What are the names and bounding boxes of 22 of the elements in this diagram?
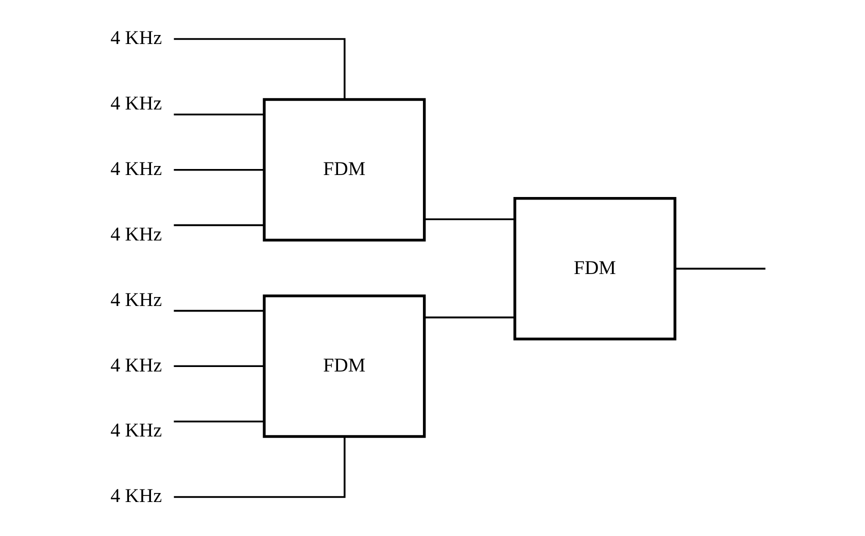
node-box: FDM: [262, 98, 426, 242]
connector: [174, 38, 346, 100]
node-text: 4 KHz: [110, 420, 162, 442]
connector: [174, 114, 264, 116]
node-text: 4 KHz: [110, 355, 162, 376]
node-text: 4 KHz: [110, 159, 162, 180]
node-text: 4 KHz: [110, 94, 162, 115]
connector: [174, 436, 346, 498]
node-text: 4 KHz: [110, 290, 162, 311]
connector: [424, 316, 515, 318]
node-text: 4 KHz: [110, 28, 162, 50]
node-box: FDM: [262, 294, 426, 438]
connector: [174, 224, 264, 226]
connector: [675, 268, 766, 270]
node-text: 4 KHz: [110, 486, 162, 508]
connector: [174, 310, 264, 312]
connector: [424, 218, 515, 220]
connector: [174, 420, 264, 422]
node-box: FDM: [513, 197, 676, 340]
connector: [174, 365, 264, 368]
node-text: 4 KHz: [110, 224, 162, 246]
connector: [174, 168, 264, 171]
